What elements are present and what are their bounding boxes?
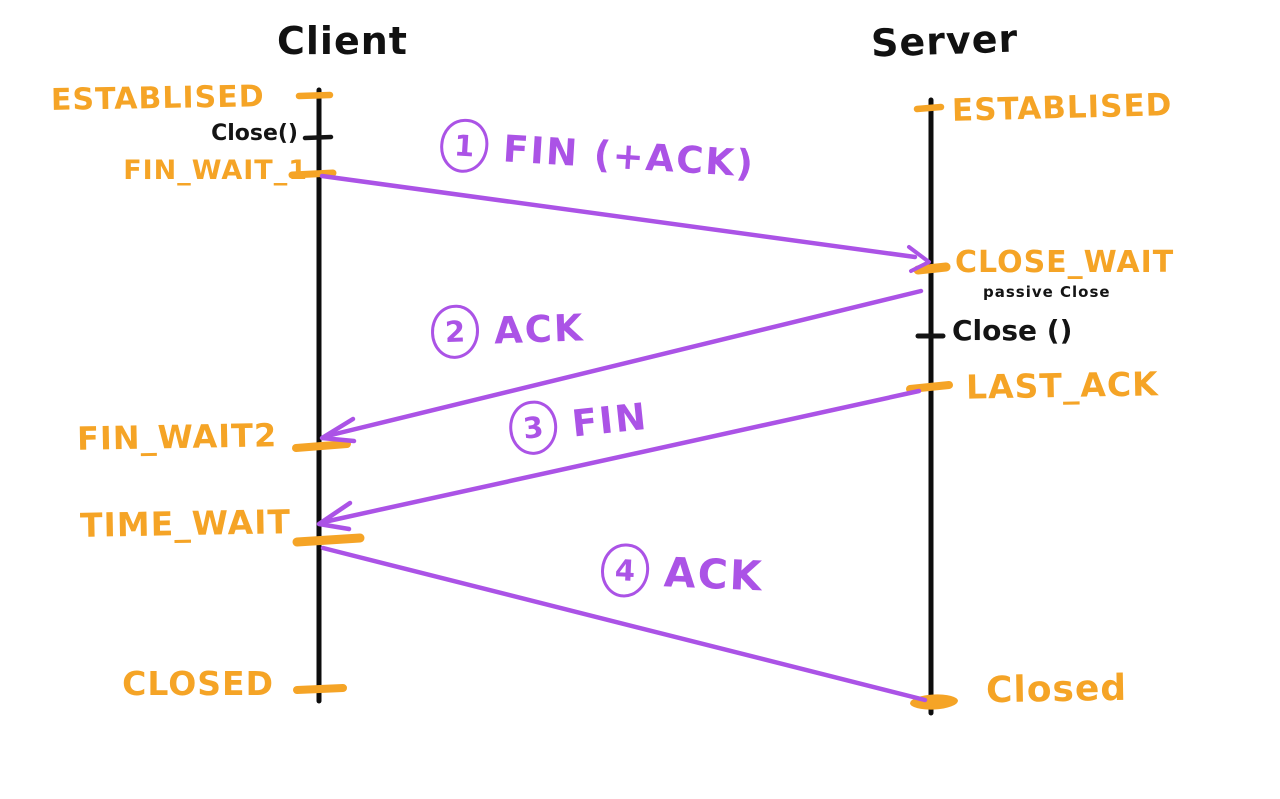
client-state-established: ESTABLISED [51,79,266,118]
server-state-established: ESTABLISED [951,87,1173,129]
message-1-text: FIN (+ACK) [501,126,757,186]
server-state-last-ack: LAST_ACK [965,364,1160,407]
message-4-text: ACK [662,548,765,601]
message-2-line [324,288,924,439]
tick-client-established [295,91,334,100]
message-1-number: 1 [438,117,490,175]
message-4-label: 4 ACK [599,542,765,603]
message-3-arrowhead [316,500,353,532]
server-close-event-label: Close () [952,314,1073,347]
message-2-label: 2 ACK [430,300,586,360]
server-state-close-wait: CLOSE_WAIT [955,245,1175,280]
tick-server-close-wait [913,262,951,275]
tick-client-fin-wait-2 [292,440,351,452]
server-title: Server [870,16,1019,66]
tick-server-last-ack [906,381,953,393]
client-state-fin-wait-1: FIN_WAIT_1 [123,155,308,186]
client-title: Client [277,19,408,63]
tick-client-close-event [302,134,334,141]
client-state-fin-wait-2: FIN_WAIT2 [76,416,278,458]
client-state-time-wait: TIME_WAIT [79,502,292,545]
server-state-closed: Closed [985,667,1128,712]
message-2-arrowhead [319,416,357,444]
message-3-text: FIN [569,394,650,446]
message-2-text: ACK [493,305,586,352]
message-1-arrowhead [907,245,931,273]
message-1-line [319,173,918,260]
message-4-line [320,545,928,703]
passive-close-note: passive Close [983,283,1111,301]
tick-client-fin-wait-1 [288,169,337,179]
tick-server-established [913,103,945,113]
client-state-closed: CLOSED [122,664,274,703]
message-4-number: 4 [599,542,651,599]
message-2-number: 2 [430,304,480,360]
client-close-event-label: Close() [211,121,298,146]
message-3-line [321,388,922,525]
tick-client-closed [293,684,347,694]
tick-client-time-wait [292,533,365,547]
message-3-number: 3 [506,398,560,458]
